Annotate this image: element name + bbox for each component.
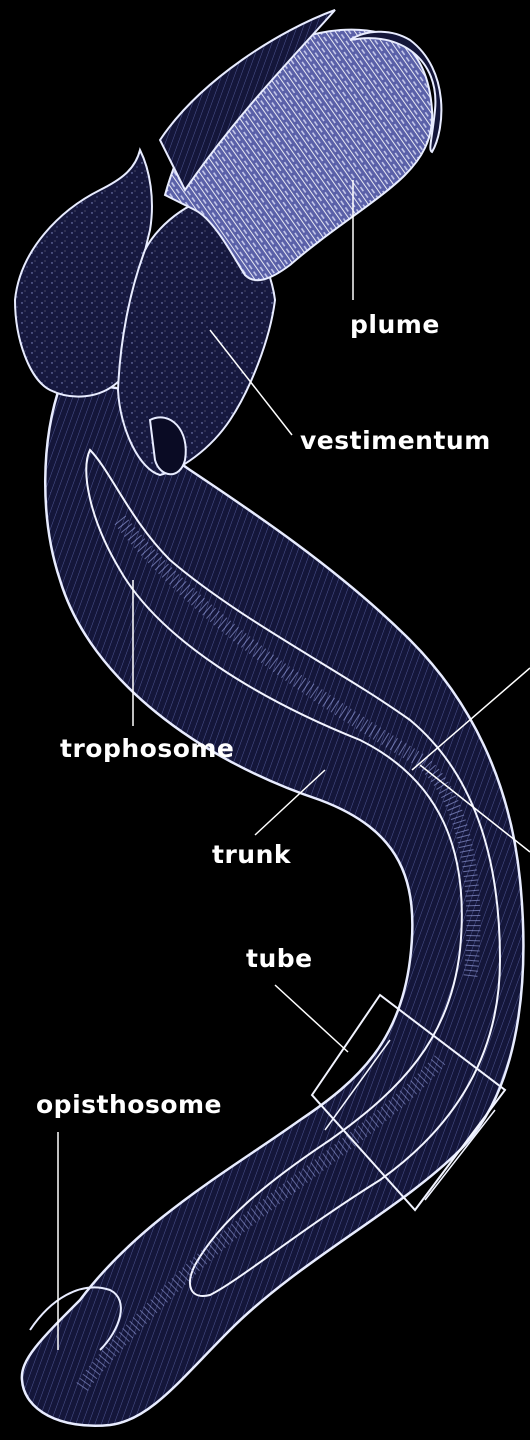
tube-leader <box>275 985 348 1052</box>
worm-body <box>22 380 524 1426</box>
trophosome-label: trophosome <box>60 736 234 761</box>
tube-label: tube <box>246 946 313 971</box>
trunk-label: trunk <box>212 842 291 867</box>
plume-label: plume <box>350 312 440 337</box>
vestimentum-label: vestimentum <box>300 428 491 453</box>
opisthosome-label: opisthosome <box>36 1092 222 1117</box>
